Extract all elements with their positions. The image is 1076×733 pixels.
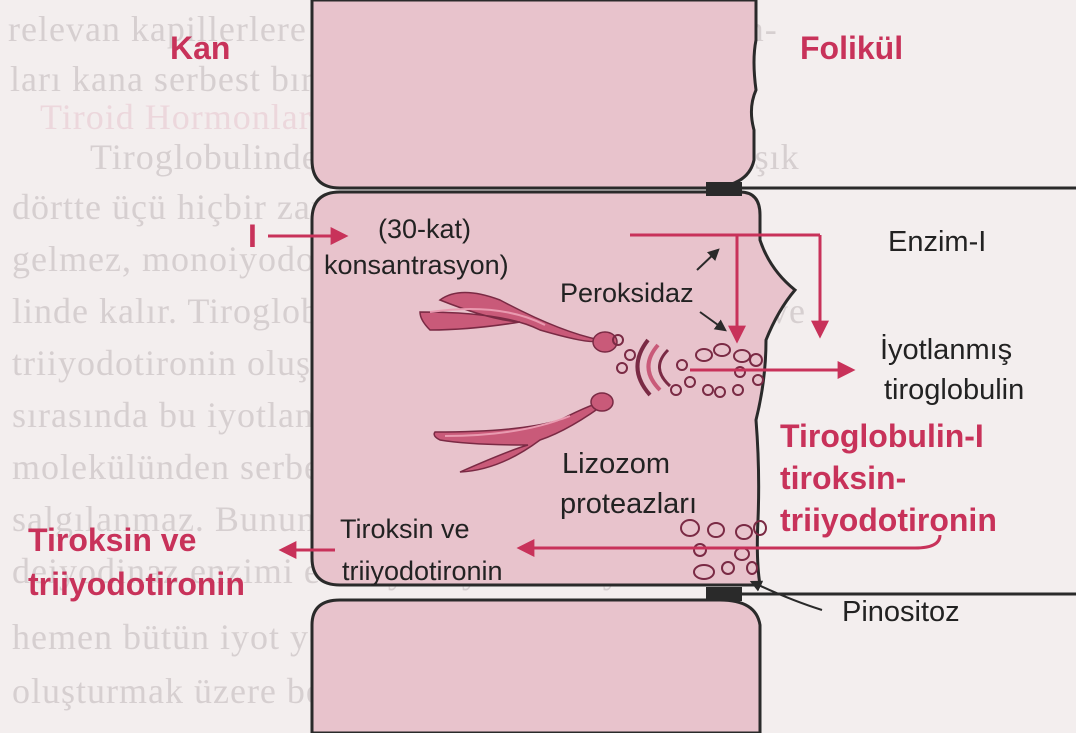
pinocytosis-pointer	[752, 582, 822, 610]
concentration-label-2: konsantrasyon)	[324, 250, 509, 281]
hormones-out-label-1: Tiroksin ve	[28, 522, 196, 559]
top-cell	[312, 0, 756, 188]
lysosome-label-1: Lizozom	[562, 448, 670, 481]
iodinated-tg-label-1: İyotlanmış	[880, 334, 1012, 367]
tight-junction-top	[706, 182, 742, 196]
blood-label: Kan	[170, 30, 230, 67]
concentration-label-1: (30-kat)	[378, 214, 471, 245]
peroxidase-label: Peroksidaz	[560, 278, 694, 309]
hormones-inner-label-2: triiyodotironin	[342, 556, 503, 587]
hormones-inner-label-1: Tiroksin ve	[340, 514, 470, 545]
tg-i-label-2: tiroksin-	[780, 460, 906, 497]
bottom-cell	[312, 600, 760, 733]
pinocytosis-label: Pinositoz	[842, 596, 960, 629]
lysosome-label-2: proteazları	[560, 488, 697, 521]
tg-i-label-3: triiyodotironin	[780, 502, 997, 539]
iodinated-tg-label-2: tiroglobulin	[884, 374, 1024, 407]
tight-junction-bottom	[706, 587, 742, 601]
tg-i-label-1: Tiroglobulin-I	[780, 418, 984, 455]
enzyme-label: Enzim-I	[888, 226, 986, 259]
iodide-label: I	[248, 218, 257, 255]
hormones-out-label-2: triiyodotironin	[28, 566, 245, 603]
er-vesicle	[591, 393, 613, 411]
follicle-label: Folikül	[800, 30, 903, 67]
